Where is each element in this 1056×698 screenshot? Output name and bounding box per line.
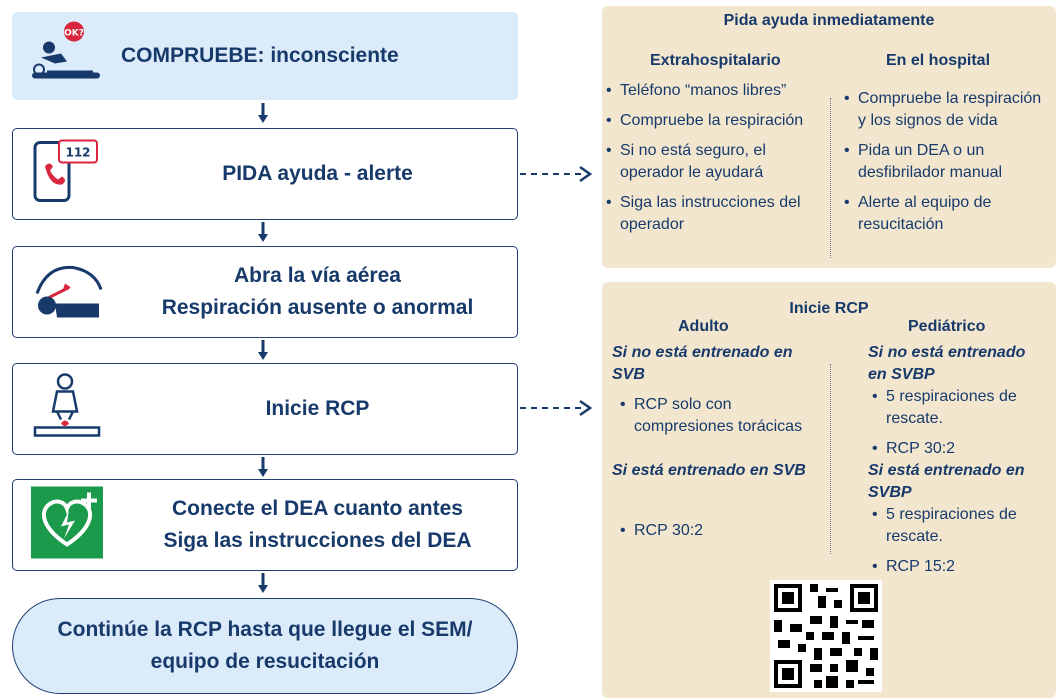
step-cpr-title: Inicie RCP	[128, 364, 507, 454]
list-item: Pida un DEA o un desfibrilador manual	[842, 140, 1052, 184]
list-item: RCP 30:2	[870, 438, 1050, 460]
out-hospital-heading: Extrahospitalario	[650, 52, 781, 69]
pediatric-trained-heading: Si está entrenado en SVBP	[868, 462, 1025, 501]
list-item: RCP solo con compresiones torácicas	[618, 394, 808, 438]
list-item: Si no está seguro, el operador le ayudar…	[604, 140, 826, 184]
adult-trained-list: RCP 30:2	[618, 520, 808, 550]
step-aed: Conecte el DEA cuanto antes Siga las ins…	[12, 479, 518, 571]
adult-untrained-heading: Si no está entrenado en SVB	[612, 344, 793, 383]
list-item: Teléfono “manos libres”	[604, 80, 826, 102]
pediatric-untrained-heading: Si no está entrenado en SVBP	[868, 344, 1026, 383]
final-line2: equipo de resucitación	[150, 650, 380, 673]
step-call: 112 PIDA ayuda - alerte	[12, 128, 518, 220]
step-airway: Abra la vía aérea Respiración ausente o …	[12, 246, 518, 338]
step-check-text: COMPRUEBE: inconsciente	[121, 44, 399, 67]
cpr-panel-title: Inicie RCP	[789, 300, 869, 317]
adult-heading: Adulto	[678, 318, 729, 335]
step-airway-line1: Abra la vía aérea	[234, 264, 401, 287]
phone-112-icon: 112	[27, 137, 107, 212]
emergency-number-text: 112	[65, 146, 90, 160]
adult-trained-heading: Si está entrenado en SVB	[612, 462, 806, 479]
ok-badge-text: OK?	[64, 29, 84, 39]
list-item: Compruebe la respiración y los signos de…	[842, 88, 1052, 132]
step-call-title: PIDA ayuda - alerte	[128, 129, 507, 219]
step-check: OK? COMPRUEBE: inconsciente	[12, 12, 518, 100]
airway-icon	[27, 254, 107, 331]
final-line1: Continúe la RCP hasta que llegue el SEM/	[57, 618, 473, 641]
arrow-down-icon	[258, 222, 268, 242]
list-item: Alerte al equipo de resucitación	[842, 192, 1052, 236]
step-aed-line2: Siga las instrucciones del DEA	[163, 529, 472, 552]
step-check-title: COMPRUEBE: inconsciente	[121, 13, 507, 99]
aed-icon	[31, 486, 103, 564]
list-item: RCP 30:2	[618, 520, 808, 542]
help-panel: Pida ayuda inmediatamente Extrahospitala…	[602, 6, 1056, 268]
step-aed-line1: Conecte el DEA cuanto antes	[172, 497, 463, 520]
step-call-text: PIDA ayuda - alerte	[222, 162, 413, 185]
list-item: Compruebe la respiración	[604, 110, 826, 132]
dashed-arrow-icon	[520, 399, 593, 417]
out-hospital-list: Teléfono “manos libres” Compruebe la res…	[604, 80, 826, 244]
pediatric-heading: Pediátrico	[908, 318, 986, 335]
qr-code-icon[interactable]	[770, 580, 882, 692]
step-aed-title: Conecte el DEA cuanto antes Siga las ins…	[128, 480, 507, 570]
column-divider	[830, 98, 831, 258]
column-divider	[830, 364, 831, 554]
list-item: 5 respiraciones de rescate.	[870, 386, 1050, 430]
help-panel-title: Pida ayuda inmediatamente	[723, 12, 935, 29]
pediatric-trained-list: 5 respiraciones de rescate. RCP 15:2	[870, 504, 1050, 586]
arrow-down-icon	[258, 457, 268, 477]
arrow-down-icon	[258, 573, 268, 593]
step-cpr-text: Inicie RCP	[265, 397, 370, 420]
in-hospital-list: Compruebe la respiración y los signos de…	[842, 88, 1052, 244]
arrow-down-icon	[258, 340, 268, 360]
step-airway-title: Abra la vía aérea Respiración ausente o …	[128, 247, 507, 337]
in-hospital-heading: En el hospital	[886, 52, 991, 69]
person-check-icon: OK?	[27, 18, 107, 95]
arrow-down-icon	[258, 103, 268, 123]
dashed-arrow-icon	[520, 165, 593, 183]
cpr-compressions-icon	[27, 372, 107, 447]
cpr-panel: Inicie RCP Adulto Si no está entrenado e…	[602, 282, 1056, 698]
step-airway-line2: Respiración ausente o anormal	[161, 296, 474, 319]
adult-untrained-list: RCP solo con compresiones torácicas	[618, 394, 808, 446]
list-item: RCP 15:2	[870, 556, 1050, 578]
final-step: Continúe la RCP hasta que llegue el SEM/…	[12, 598, 518, 694]
list-item: Siga las instrucciones del operador	[604, 192, 826, 236]
step-cpr: Inicie RCP	[12, 363, 518, 455]
pediatric-untrained-list: 5 respiraciones de rescate. RCP 30:2	[870, 386, 1050, 468]
list-item: 5 respiraciones de rescate.	[870, 504, 1050, 548]
